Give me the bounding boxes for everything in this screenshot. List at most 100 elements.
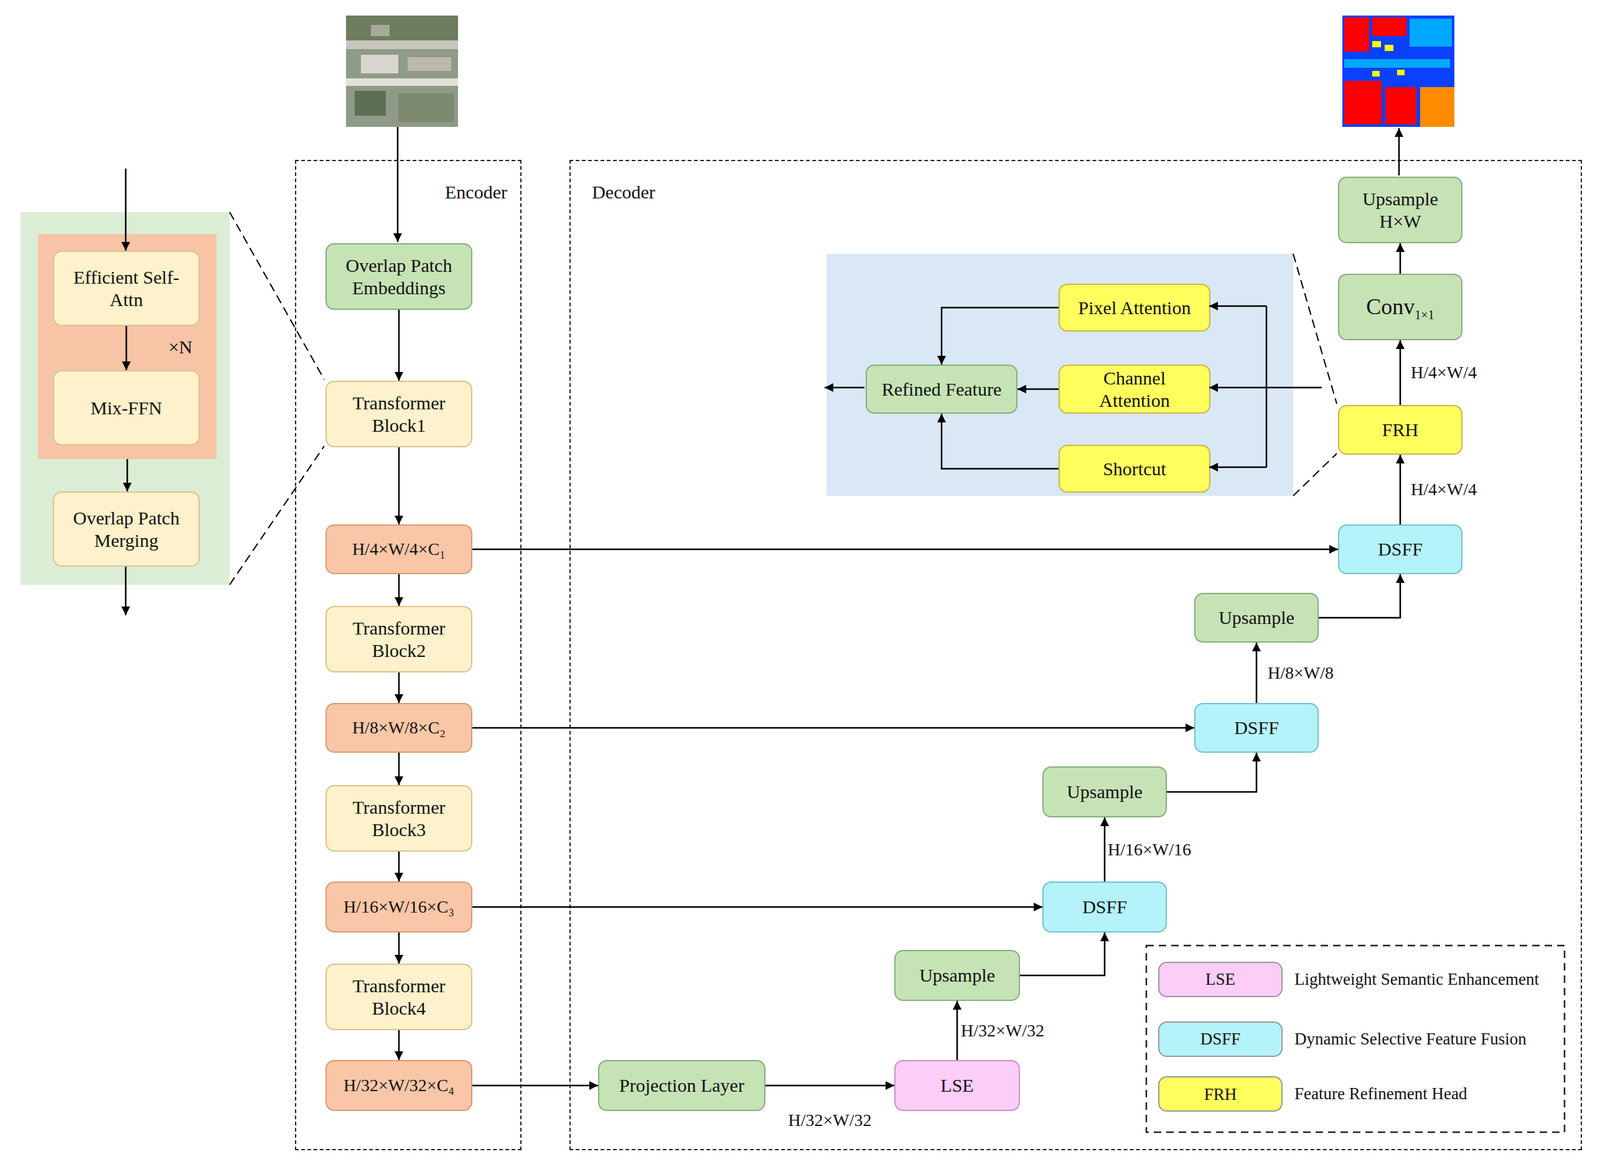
node-text: Transformer Block1 xyxy=(336,392,462,437)
flow-arrow xyxy=(126,459,129,492)
flow-arrow xyxy=(398,672,401,704)
node-text: Upsample H×W xyxy=(1349,187,1452,233)
embedding-box: Overlap Patch Embeddings xyxy=(325,243,473,310)
node-text: Conv xyxy=(1366,293,1415,321)
node-text: DSFF xyxy=(1082,896,1128,919)
node-text: Transformer Block2 xyxy=(336,617,462,663)
encoder-region: Overlap Patch EmbeddingsTransformer Bloc… xyxy=(294,159,522,1151)
feature-map: H/16×W/16×C₃ xyxy=(325,881,473,933)
node-text: Overlap Patch Embeddings xyxy=(336,254,462,300)
satellite-building xyxy=(407,57,452,71)
legend-abbreviation: DSFF xyxy=(1200,1029,1241,1050)
output-arrow xyxy=(824,387,865,389)
satellite-field xyxy=(346,15,459,41)
segmentation-background xyxy=(1342,15,1455,127)
node-text: Transformer Block4 xyxy=(336,975,462,1020)
segmentation-building xyxy=(1344,17,1370,52)
dimension-label: H/32×W/32 xyxy=(788,1110,872,1131)
flow-arrow xyxy=(956,1001,959,1061)
legend-text: Dynamic Selective Feature Fusion xyxy=(1294,1029,1527,1050)
node-text: Upsample xyxy=(919,964,996,988)
segmentation-building xyxy=(1372,17,1407,37)
dimension-label: H/16×W/16 xyxy=(1107,840,1192,861)
node-text: Transformer Block3 xyxy=(336,796,462,842)
satellite-road xyxy=(346,78,459,86)
transformer-detail-band xyxy=(20,212,230,585)
node-text: Shortcut xyxy=(1102,458,1167,481)
flow-arrow xyxy=(1166,753,1257,793)
segmentation-road xyxy=(1344,59,1451,68)
transformer-block: Transformer Block1 xyxy=(325,380,473,448)
upsample-box: Upsample xyxy=(1194,593,1319,643)
segmentation-building xyxy=(1344,80,1382,125)
node-text: H/16×W/16×C₃ xyxy=(343,896,455,918)
satellite-road xyxy=(346,40,459,50)
decoder-region: Upsample H×WConv1×1Pixel AttentionRefine… xyxy=(569,159,1582,1151)
segmentation-car xyxy=(1372,41,1381,48)
input-arrow xyxy=(1209,466,1267,469)
satellite-building xyxy=(360,54,399,74)
upsample-box: Upsample xyxy=(1042,766,1167,818)
conv-box: Conv1×1 xyxy=(1338,273,1463,341)
feature-map: H/32×W/32×C₄ xyxy=(325,1060,473,1112)
flow-arrow xyxy=(472,1085,599,1088)
node-text: Efficient Self-Attn xyxy=(64,266,189,312)
node-text: DSFF xyxy=(1377,538,1423,561)
flow-arrow xyxy=(1399,454,1402,525)
legend-abbreviation: FRH xyxy=(1204,1085,1238,1105)
flow-arrow xyxy=(398,447,401,525)
projection-box: Projection Layer xyxy=(598,1060,766,1112)
node-text: Overlap Patch Merging xyxy=(64,507,189,553)
transformer-block: Transformer Block3 xyxy=(325,785,473,852)
legend-frame xyxy=(1146,945,1565,1133)
merging-box: Overlap Patch Merging xyxy=(52,491,200,567)
node-text: FRH xyxy=(1382,418,1419,442)
attention-box: Efficient Self-Attn xyxy=(52,250,200,327)
zoom-leader xyxy=(1293,453,1337,496)
zoom-leader xyxy=(229,212,325,380)
dimension-label: H/4×W/4 xyxy=(1410,479,1477,500)
refined-feature-box: Refined Feature xyxy=(865,364,1018,414)
zoom-leader xyxy=(229,446,325,585)
upsample-box: Upsample H×W xyxy=(1338,176,1463,244)
split-wire xyxy=(1265,306,1268,468)
flow-arrow xyxy=(1399,340,1402,406)
flow-arrow xyxy=(1255,642,1258,704)
segmentation-clutter xyxy=(1420,87,1455,127)
transformer-block: Transformer Block2 xyxy=(325,606,473,673)
input-arrow xyxy=(1209,387,1322,389)
dsff-box: DSFF xyxy=(1338,524,1463,575)
transformer-block: Transformer Block4 xyxy=(325,963,473,1031)
node-text: Encoder xyxy=(444,181,508,204)
feature-map: H/8×W/8×C₂ xyxy=(325,703,473,754)
shortcut-box: Shortcut xyxy=(1058,444,1211,493)
node-text: Upsample xyxy=(1218,606,1295,630)
node-text: Projection Layer xyxy=(619,1074,745,1098)
flow-arrow xyxy=(1104,817,1106,882)
node-text: Refined Feature xyxy=(881,378,1002,401)
flow-arrow xyxy=(1017,388,1059,391)
input-arrow xyxy=(397,126,399,243)
dimension-label: H/32×W/32 xyxy=(960,1021,1045,1042)
flow-arrow xyxy=(398,753,401,786)
attention-box: Channel Attention xyxy=(1058,364,1211,414)
segmentation-car xyxy=(1397,69,1405,76)
satellite-ground xyxy=(346,15,459,127)
legend-text: Lightweight Semantic Enhancement xyxy=(1294,970,1540,990)
flow-arrow xyxy=(472,727,1195,730)
flow-arrow xyxy=(1399,243,1402,274)
dsff-box: DSFF xyxy=(1042,881,1167,933)
frh-box: FRH xyxy=(1338,405,1463,455)
node-text: Mix-FFN xyxy=(90,397,162,420)
legend-text: Feature Refinement Head xyxy=(1294,1084,1467,1105)
flow-arrow xyxy=(398,851,401,882)
flow-arrow xyxy=(398,309,401,381)
flow-arrow xyxy=(472,906,1043,909)
node-text: 1×1 xyxy=(1414,307,1434,323)
ffn-box: Mix-FFN xyxy=(52,370,200,446)
output-image xyxy=(1342,15,1455,127)
legend-abbreviation: LSE xyxy=(1205,970,1236,990)
